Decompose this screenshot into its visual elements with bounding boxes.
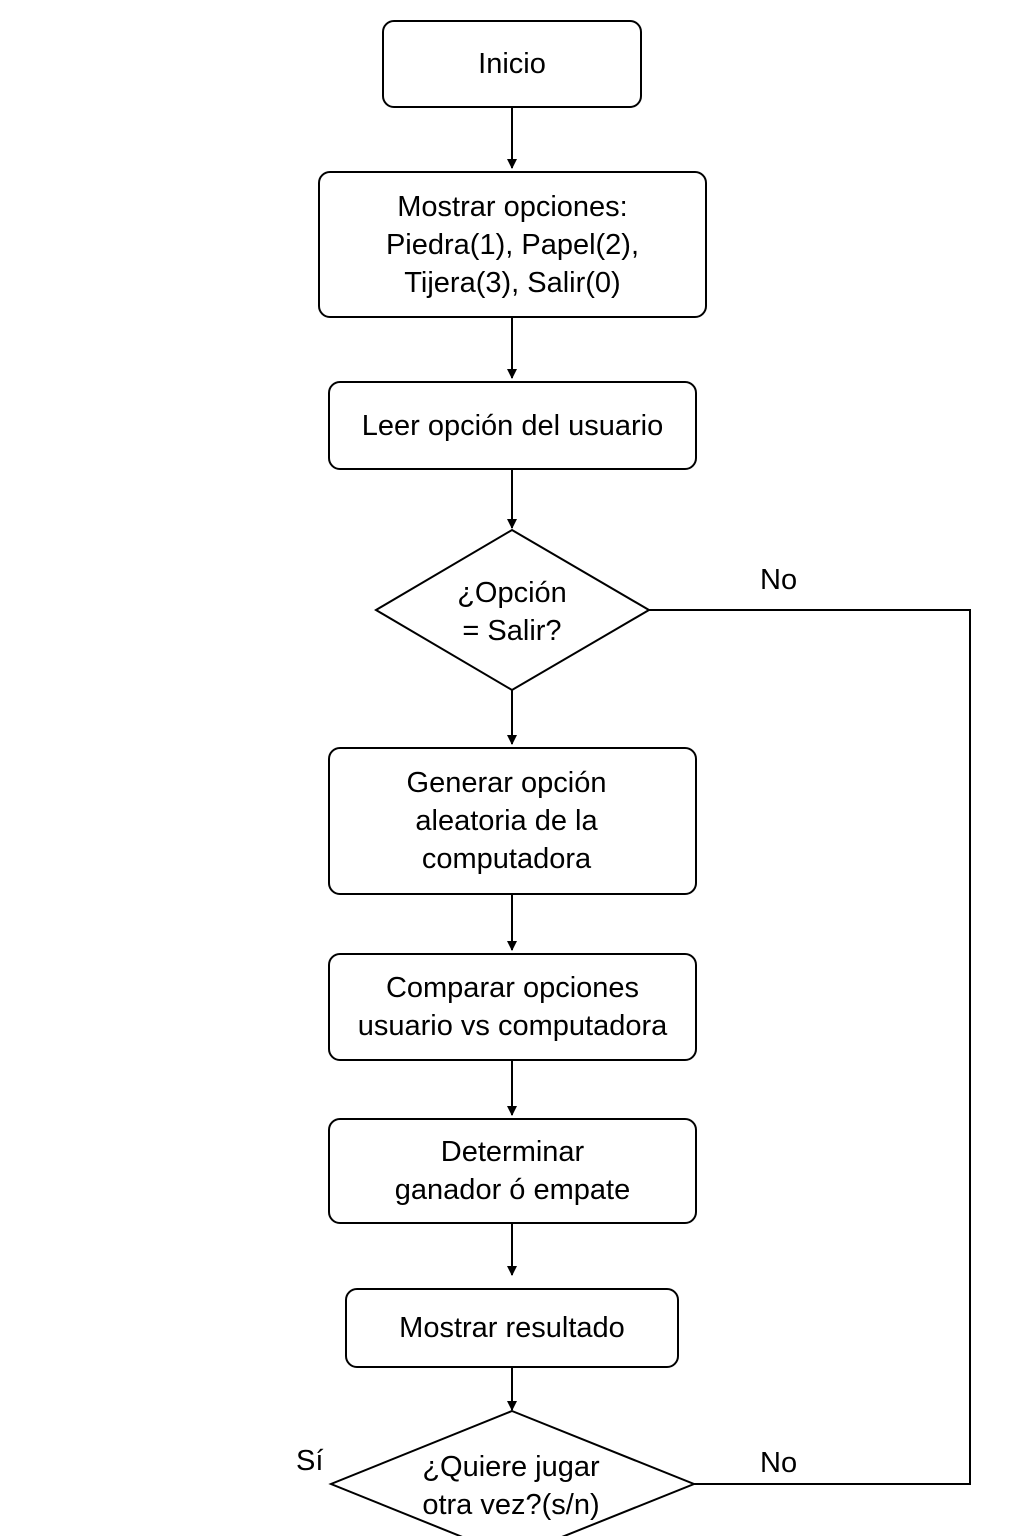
show-result-node: Mostrar resultado bbox=[345, 1288, 679, 1368]
read-option-node: Leer opción del usuario bbox=[328, 381, 697, 470]
generate-node: Generar opción aleatoria de la computado… bbox=[328, 747, 697, 895]
decision-exit-text: ¿Opción = Salir? bbox=[457, 577, 567, 647]
start-node: Inicio bbox=[382, 20, 642, 108]
show-options-node: Mostrar opciones: Piedra(1), Papel(2), T… bbox=[318, 171, 707, 318]
connector-no-loop bbox=[649, 609, 971, 1485]
compare-node: Comparar opciones usuario vs computadora bbox=[328, 953, 697, 1061]
label-yes-play-again: Sí bbox=[296, 1445, 324, 1477]
decision-diamond-play-again bbox=[328, 1409, 697, 1536]
determine-node: Determinar ganador ó empate bbox=[328, 1118, 697, 1224]
label-no-exit: No bbox=[760, 564, 798, 596]
decision-diamond-exit bbox=[374, 528, 651, 692]
label-no-play-again: No bbox=[760, 1447, 798, 1479]
decision-play-again-text: ¿Quiere jugar otra vez?(s/n) bbox=[422, 1451, 600, 1521]
